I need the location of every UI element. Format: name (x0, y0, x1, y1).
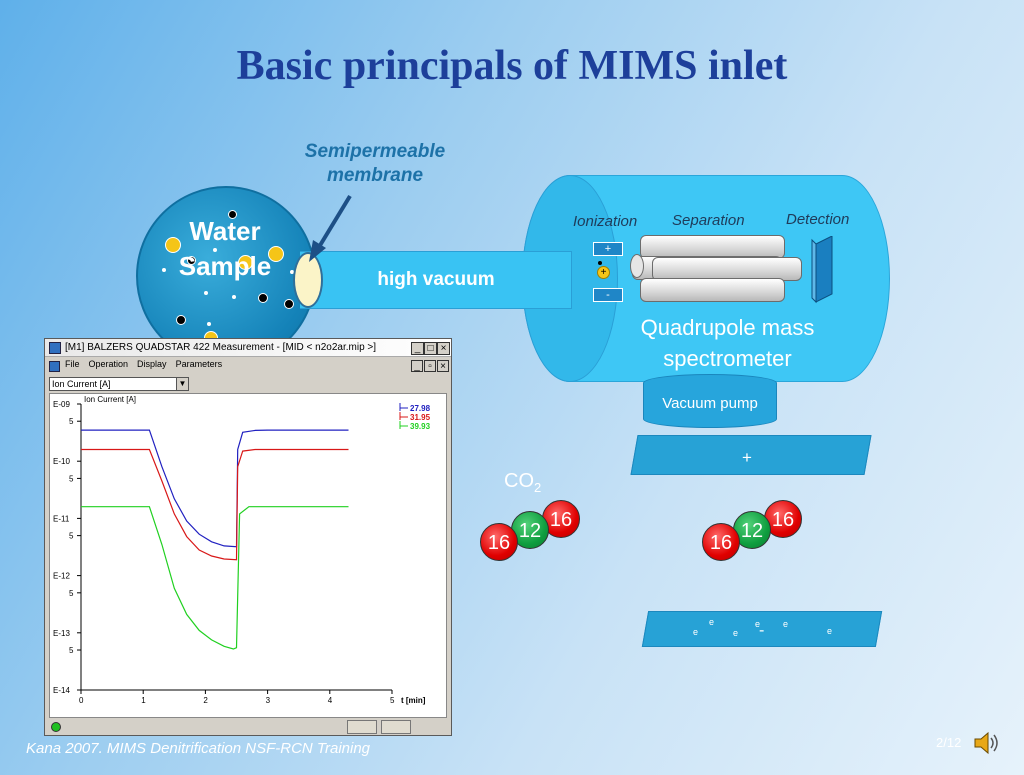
chart-title: Ion Current [A] (84, 395, 136, 404)
water-label-line2: Sample (178, 251, 272, 281)
footer-credit: Kana 2007. MIMS Denitrification NSF-RCN … (26, 740, 371, 757)
membrane-label: Semipermeable membrane (280, 140, 470, 188)
app-icon (49, 342, 61, 354)
speaker-icon[interactable] (972, 728, 1002, 758)
rod-end (630, 254, 644, 278)
menu-operation[interactable]: Operation (88, 359, 129, 369)
membrane-label-line2: membrane (326, 165, 424, 186)
vacuum-pump: Vacuum pump (643, 374, 777, 428)
electron-label: e (783, 619, 789, 629)
carbon-atom: 12 (733, 511, 771, 549)
window-title: [M1] BALZERS QUADSTAR 422 Measurement - … (65, 342, 377, 353)
y-tick-label: 5 (69, 474, 74, 483)
x-tick-label: 1 (141, 696, 146, 705)
membrane-label-line1: Semipermeable (304, 141, 446, 162)
y-tick-label: E-12 (53, 572, 70, 581)
legend-label-39.93: 39.93 (410, 422, 431, 431)
pipe-label: high vacuum (377, 269, 495, 290)
dropdown-arrow-icon[interactable]: ▼ (176, 378, 188, 390)
positive-plate-sign: + (742, 448, 752, 467)
electron-label: e (827, 626, 833, 636)
series-line-39.93 (81, 506, 349, 650)
y-tick-label: 5 (69, 417, 74, 426)
water-sample-circle (136, 186, 316, 366)
maximize-button[interactable]: □ (424, 342, 437, 355)
stage-ionization: Ionization (573, 213, 638, 230)
slide-title: Basic principals of MIMS inlet (236, 43, 788, 89)
electron-label: e (755, 619, 761, 629)
co2-base: CO (504, 470, 534, 492)
page-number: 2/12 (936, 735, 962, 750)
oxygen-atom: 16 (702, 523, 740, 561)
oxygen-atom: 16 (480, 523, 518, 561)
menu-file[interactable]: File (65, 359, 80, 369)
doc-restore-button[interactable]: ▫ (424, 360, 436, 372)
oxygen-atom: 16 (764, 500, 802, 538)
qms-label: Quadrupole mass spectrometer (600, 312, 855, 374)
series-line-27.98 (81, 429, 349, 548)
menu-bar: File Operation Display Parameters (45, 359, 451, 374)
stage-detection: Detection (786, 211, 850, 228)
y-tick-label: E-13 (53, 629, 70, 638)
y-tick-label: E-10 (53, 457, 70, 466)
y-tick-label: E-11 (53, 514, 70, 523)
x-tick-label: 4 (328, 696, 333, 705)
electron-label: e (693, 627, 699, 637)
x-tick-label: 0 (79, 696, 84, 705)
negative-plate-sign: - (759, 622, 765, 639)
carbon-atom: 12 (511, 511, 549, 549)
minimize-button[interactable]: _ (411, 342, 424, 355)
y-tick-label: E-14 (53, 686, 70, 695)
doc-minimize-button[interactable]: _ (411, 360, 423, 372)
doc-icon (49, 361, 60, 372)
series-line-31.95 (81, 448, 349, 561)
electron-dot (598, 261, 602, 265)
ion-current-select[interactable]: Ion Current [A] ▼ (49, 377, 189, 391)
select-value: Ion Current [A] (52, 379, 111, 389)
quadstar-window: [M1] BALZERS QUADSTAR 422 Measurement - … (44, 338, 452, 736)
legend-label-31.95: 31.95 (410, 413, 431, 422)
ion-particle: + (597, 266, 610, 279)
water-sample-label: Water Sample (160, 214, 290, 284)
x-tick-label: 5 (390, 696, 395, 705)
y-tick-label: 5 (69, 646, 74, 655)
ionizer-plate-negative: - (593, 288, 623, 302)
legend-label-27.98: 27.98 (410, 404, 431, 413)
menu-display[interactable]: Display (137, 359, 167, 369)
close-button[interactable]: × (437, 342, 450, 355)
high-vacuum-pipe (300, 251, 572, 309)
stage-separation: Separation (672, 212, 745, 229)
x-axis-label: t [min] (401, 696, 426, 705)
qms-label-line1: Quadrupole mass (640, 315, 815, 340)
vacuum-pump-label: Vacuum pump (662, 395, 758, 412)
qms-label-line2: spectrometer (663, 346, 792, 371)
printer-icon[interactable] (347, 720, 377, 734)
y-tick-label: 5 (69, 532, 74, 541)
menu-parameters[interactable]: Parameters (175, 359, 223, 369)
keyboard-icon[interactable] (381, 720, 411, 734)
co2-subscript: 2 (534, 480, 542, 495)
semipermeable-membrane (293, 252, 323, 308)
y-tick-label: 5 (69, 589, 74, 598)
doc-close-button[interactable]: × (437, 360, 449, 372)
y-tick-label: E-09 (53, 400, 70, 409)
window-titlebar[interactable]: [M1] BALZERS QUADSTAR 422 Measurement - … (45, 339, 451, 357)
water-label-line1: Water (189, 216, 261, 246)
ion-current-chart: Ion Current [A]E-095E-105E-115E-125E-135… (53, 395, 431, 705)
status-bar (45, 719, 451, 735)
co2-label: CO2 (504, 470, 541, 495)
ionizer-plate-positive: + (593, 242, 623, 256)
electron-label: e (709, 617, 715, 627)
x-tick-label: 3 (266, 696, 271, 705)
detector-plate (811, 236, 833, 304)
x-tick-label: 2 (203, 696, 208, 705)
electron-label: e (733, 628, 739, 638)
status-led-icon (51, 722, 61, 732)
